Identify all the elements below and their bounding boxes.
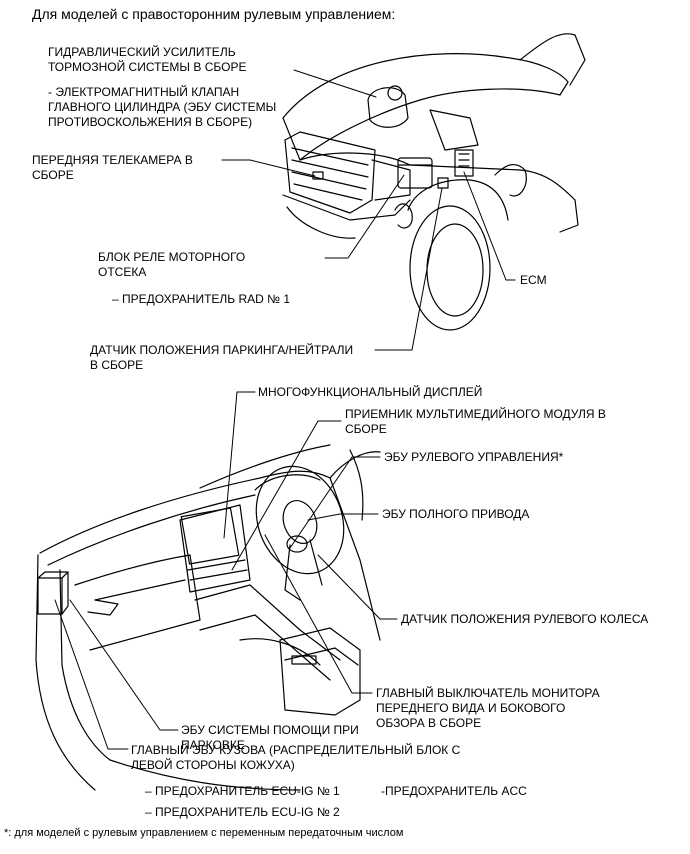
label-brake-booster: ГИДРАВЛИЧЕСКИЙ УСИЛИТЕЛЬ ТОРМОЗНОЙ СИСТЕ… <box>48 45 247 74</box>
label-awd-ecu: ЭБУ ПОЛНОГО ПРИВОДА <box>382 507 530 521</box>
label-ecm: ECM <box>520 273 547 287</box>
label-fuse-rad: – ПРЕДОХРАНИТЕЛЬ RAD № 1 <box>112 292 291 306</box>
footnote: *: для моделей с рулевым управлением с п… <box>4 827 404 839</box>
label-fuse-acc: -ПРЕДОХРАНИТЕЛЬ ACC <box>381 784 527 798</box>
label-parking-assist-ecu: ЭБУ СИСТЕМЫ ПОМОЩИ ПРИ ПАРКОВКЕ <box>181 723 359 752</box>
dashboard-leader-lines <box>54 391 398 750</box>
label-multi-display: МНОГОФУНКЦИОНАЛЬНЫЙ ДИСПЛЕЙ <box>258 385 483 399</box>
label-steering-ecu: ЭБУ РУЛЕВОГО УПРАВЛЕНИЯ* <box>384 450 564 464</box>
label-front-camera: ПЕРЕДНЯЯ ТЕЛЕКАМЕРА В СБОРЕ <box>32 153 193 182</box>
label-multimedia-receiver: ПРИЕМНИК МУЛЬТИМЕДИЙНОГО МОДУЛЯ В СБОРЕ <box>345 407 606 436</box>
page-header: Для моделей с правосторонним рулевым упр… <box>32 6 396 22</box>
label-fuse-ecu-ig2: – ПРЕДОХРАНИТЕЛЬ ECU-IG № 2 <box>145 805 340 819</box>
label-park-neutral: ДАТЧИК ПОЛОЖЕНИЯ ПАРКИНГА/НЕЙТРАЛИ В СБО… <box>90 343 354 372</box>
label-monitor-switch: ГЛАВНЫЙ ВЫКЛЮЧАТЕЛЬ МОНИТОРА ПЕРЕДНЕГО В… <box>376 686 600 730</box>
label-steering-sensor: ДАТЧИК ПОЛОЖЕНИЯ РУЛЕВОГО КОЛЕСА <box>401 612 649 626</box>
label-main-body-ecu: ГЛАВНЫЙ ЭБУ КУЗОВА (РАСПРЕДЕЛИТЕЛЬНЫЙ БЛ… <box>131 743 461 772</box>
label-solenoid-valve: - ЭЛЕКТРОМАГНИТНЫЙ КЛАПАН ГЛАВНОГО ЦИЛИН… <box>48 85 277 129</box>
label-fuse-ecu-ig1: – ПРЕДОХРАНИТЕЛЬ ECU-IG № 1 <box>145 784 340 798</box>
label-relay-block: БЛОК РЕЛЕ МОТОРНОГО ОТСЕКА <box>98 250 246 279</box>
engine-leader-lines <box>221 69 516 351</box>
